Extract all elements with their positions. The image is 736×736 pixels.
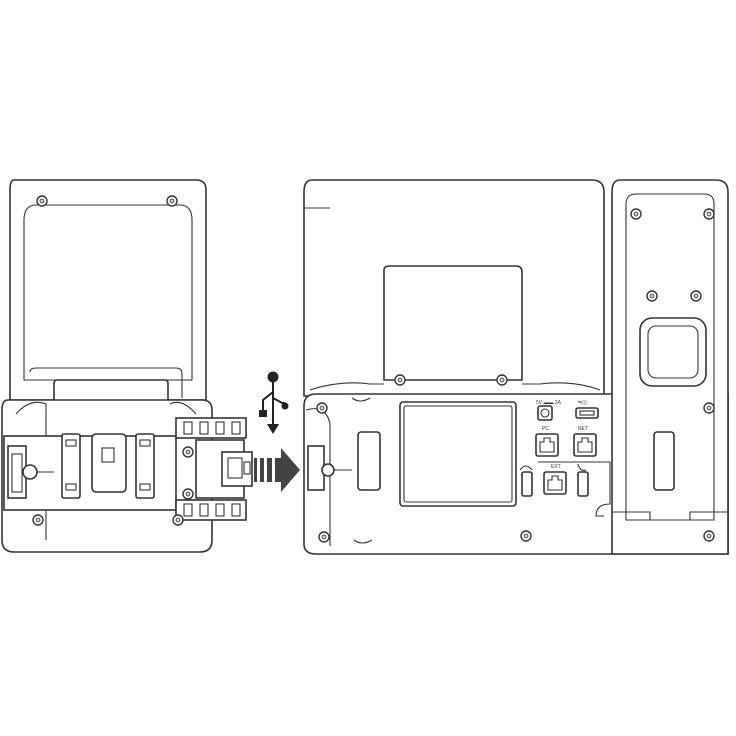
- screw-icon: [166, 195, 178, 207]
- stand-plate: [383, 265, 523, 381]
- screw-icon: [36, 195, 48, 207]
- stand-slot: [29, 367, 183, 398]
- dc-label: 5V ▬▬ 2A: [536, 400, 562, 406]
- side-hook-pin: [321, 463, 335, 477]
- center-clip: [91, 433, 127, 493]
- connector-plug: [221, 451, 253, 487]
- net-label: NET: [578, 426, 588, 432]
- screw-icon: [630, 208, 642, 220]
- key-slot-left: [61, 433, 81, 499]
- expansion-slot-right: [653, 431, 675, 491]
- ext-label: EXT: [551, 464, 561, 470]
- left-clip-slot: [11, 453, 23, 493]
- module-socket: [639, 317, 707, 387]
- dc-jack: [537, 405, 553, 421]
- screw-icon: [496, 374, 508, 386]
- ethernet-port-icon: [543, 471, 567, 495]
- center-clip-screw-seat: [101, 447, 115, 463]
- screw-icon: [318, 531, 330, 543]
- screw-icon: [703, 208, 715, 220]
- expansion-slot-left: [357, 431, 381, 491]
- phone-back-with-module: [1, 179, 253, 553]
- screw-icon: [703, 402, 715, 414]
- screw-icon: [520, 530, 532, 542]
- screw-icon: [690, 290, 702, 302]
- arrow-right-icon: [254, 448, 300, 492]
- headset-icon: [519, 465, 533, 497]
- port-panel: 5V ▬▬ 2A ⇋◫ PC NET EXT: [519, 400, 599, 497]
- screw-icon: [646, 290, 658, 302]
- connector-top-rail: [175, 417, 247, 439]
- handset-icon: [577, 463, 589, 497]
- usb-port: [575, 407, 599, 419]
- screw-icon: [394, 374, 406, 386]
- side-grips: [15, 401, 197, 540]
- label-area: [399, 401, 517, 507]
- phone-back-target: 5V ▬▬ 2A ⇋◫ PC NET EXT: [303, 179, 729, 555]
- ethernet-port-icon: [535, 433, 559, 457]
- phone-body-upper: [9, 179, 207, 401]
- back-panel-outline: [23, 204, 193, 381]
- screw-icon: [703, 530, 715, 542]
- screw-icon: [32, 514, 44, 526]
- bracket-pin: [22, 464, 38, 480]
- pc-label: PC: [542, 426, 549, 432]
- screw-icon: [182, 446, 194, 458]
- screw-icons: [32, 195, 715, 543]
- usb-icon: [259, 371, 289, 434]
- key-slot-right: [135, 433, 155, 499]
- cable-channel: [538, 461, 611, 517]
- screw-icon: [182, 488, 194, 500]
- connector-bottom-rail: [175, 499, 247, 521]
- module-connector: [175, 417, 253, 521]
- screw-icon: [316, 402, 328, 414]
- ethernet-port-icon: [573, 433, 597, 457]
- usb-label: ⇋◫: [578, 400, 587, 406]
- screw-icon: [172, 514, 184, 526]
